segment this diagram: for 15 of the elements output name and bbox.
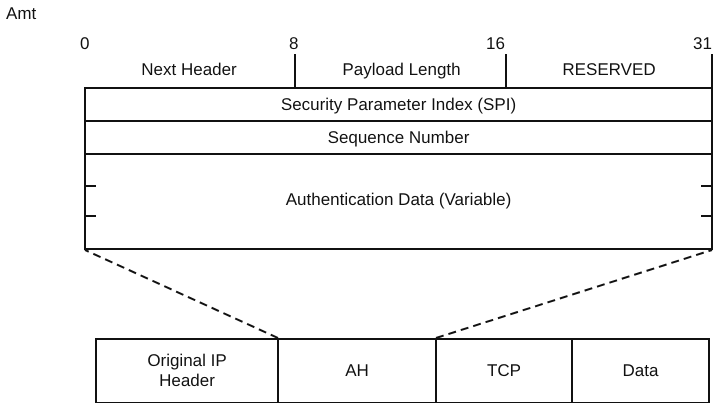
header-format-table xyxy=(84,54,713,250)
header-field: Payload Length xyxy=(294,54,507,87)
corner-label: Amt xyxy=(6,4,36,24)
packet-field: Data xyxy=(571,338,710,403)
bit-position-label: 0 xyxy=(80,34,90,54)
header-field: RESERVED xyxy=(505,54,711,87)
expansion-line xyxy=(436,249,712,339)
packet-field: AH xyxy=(277,338,437,403)
bit-position-label: 8 xyxy=(289,34,298,54)
bit-position-label: 31 xyxy=(693,34,712,54)
packet-field: TCP xyxy=(435,338,573,403)
header-field: Next Header xyxy=(84,54,294,87)
expansion-line xyxy=(84,249,278,339)
bit-position-label: 16 xyxy=(486,34,505,54)
packet-field: Original IP Header xyxy=(95,338,279,403)
